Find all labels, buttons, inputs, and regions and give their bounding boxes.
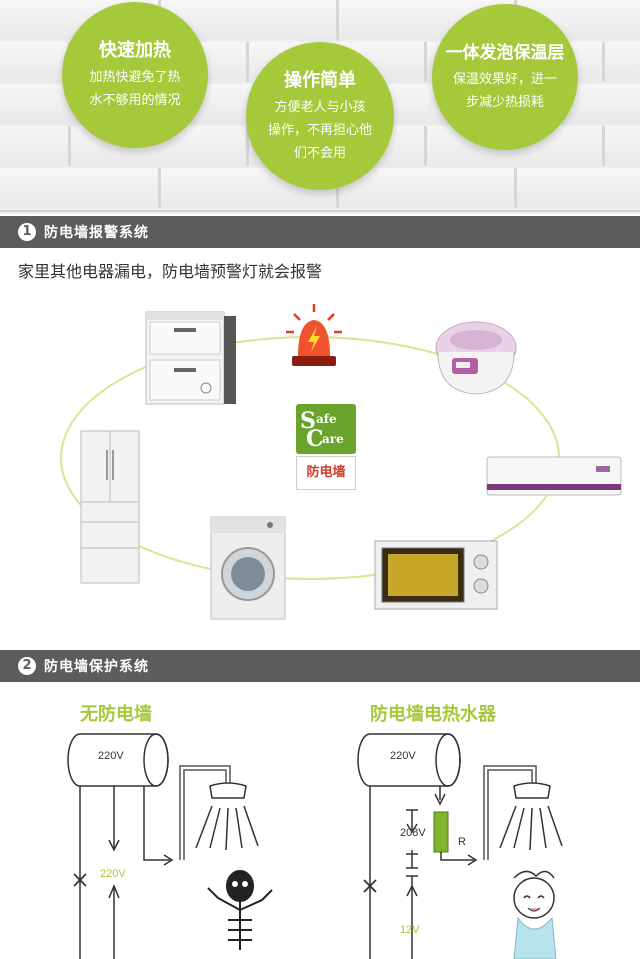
feature-fast-heating: 快速加热 加热快避免了热 水不够用的情况 <box>62 2 208 148</box>
microwave-image <box>374 540 498 610</box>
feature-desc: 方便老人与小孩 操作，不再担心他 们不会用 <box>254 96 386 165</box>
disinfection-cabinet-image <box>145 311 236 405</box>
section-number: 1 <box>18 223 36 241</box>
feature-desc: 加热快避免了热 水不够用的情况 <box>76 66 194 112</box>
feature-easy-operation: 操作简单 方便老人与小孩 操作，不再担心他 们不会用 <box>246 42 394 190</box>
feature-desc-line: 步减少热损耗 <box>465 95 544 110</box>
logo-word: afe <box>316 412 337 426</box>
alarm-lamp-icon <box>286 304 342 366</box>
resistor-label: R <box>458 836 466 848</box>
feature-desc: 保温效果好，进一 步减少热损耗 <box>440 68 570 114</box>
logo-word: are <box>322 432 344 446</box>
section-number: 2 <box>18 657 36 675</box>
feature-desc-line: 保温效果好，进一 <box>452 72 557 87</box>
diagram-without-wall: 220V 220V <box>60 728 300 959</box>
safe-care-logo: S afe C are 防电墙 <box>296 404 356 490</box>
refrigerator-image <box>80 430 140 584</box>
safe-care-logo-badge: S afe C are <box>296 404 356 454</box>
feature-desc-line: 方便老人与小孩 <box>274 100 366 115</box>
circuit-right-svg <box>357 733 563 959</box>
rice-cooker-image <box>435 321 517 395</box>
feature-desc-line: 们不会用 <box>293 146 346 161</box>
feature-title: 一体发泡保温层 <box>445 43 565 63</box>
safe-voltage-label: 12V <box>400 924 420 936</box>
feature-insulation: 一体发泡保温层 保温效果好，进一 步减少热损耗 <box>432 4 578 150</box>
washing-machine-image <box>210 516 286 620</box>
logo-letter: C <box>306 426 324 452</box>
feature-title: 操作简单 <box>284 70 356 91</box>
wall-drop-voltage-label: 208V <box>400 827 426 839</box>
section-bar-alarm: 1 防电墙报警系统 <box>0 216 640 248</box>
tank-voltage-label: 220V <box>390 750 416 762</box>
brick-wall-banner: 快速加热 加热快避免了热 水不够用的情况 操作简单 方便老人与小孩 操作，不再担… <box>0 0 640 214</box>
circuit-left-svg <box>67 733 273 959</box>
section-title: 防电墙保护系统 <box>44 659 149 675</box>
feature-desc-line: 操作，不再担心他 <box>267 123 372 138</box>
feature-title: 快速加热 <box>99 40 171 61</box>
diagram-with-wall: 220V 208V R 12V <box>356 728 606 959</box>
feature-desc-line: 加热快避免了热 <box>89 70 181 85</box>
air-conditioner-image <box>486 456 622 496</box>
right-diagram-title: 防电墙电热水器 <box>370 704 496 725</box>
section-bar-protection: 2 防电墙保护系统 <box>0 650 640 682</box>
tank-voltage-label: 220V <box>98 750 124 762</box>
left-diagram-title: 无防电墙 <box>80 704 152 725</box>
line-voltage-label: 220V <box>100 868 126 880</box>
section-caption: 家里其他电器漏电，防电墙预警灯就会报警 <box>18 262 323 281</box>
section-title: 防电墙报警系统 <box>44 225 149 241</box>
feature-desc-line: 水不够用的情况 <box>89 93 181 108</box>
safe-care-logo-cn: 防电墙 <box>296 456 356 490</box>
logo-letter: S <box>300 408 316 434</box>
